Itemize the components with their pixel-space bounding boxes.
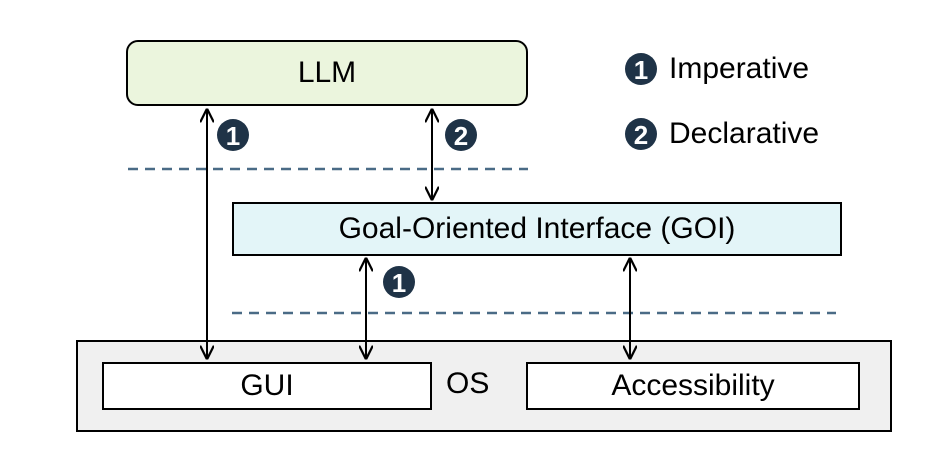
os-label: OS [446, 367, 490, 400]
gui-box: GUI [102, 362, 432, 410]
goi-box: Goal-Oriented Interface (GOI) [232, 202, 842, 256]
marker-1-goi-gui: 1 [383, 266, 415, 298]
gui-label: GUI [240, 369, 294, 402]
marker-2-llm-goi: 2 [445, 119, 477, 151]
legend-marker-1: 1 [625, 53, 657, 85]
svg-text:1: 1 [634, 55, 648, 85]
legend-marker-2: 2 [625, 118, 657, 150]
goi-label: Goal-Oriented Interface (GOI) [338, 212, 736, 245]
legend-declarative-label: Declarative [669, 117, 820, 150]
svg-text:2: 2 [634, 120, 648, 150]
svg-text:1: 1 [392, 268, 406, 298]
legend-imperative-label: Imperative [669, 52, 810, 85]
svg-text:1: 1 [226, 121, 240, 151]
accessibility-label: Accessibility [611, 369, 775, 402]
llm-label: LLM [297, 56, 357, 89]
llm-box: LLM [126, 40, 528, 106]
accessibility-box: Accessibility [526, 362, 860, 410]
svg-text:2: 2 [454, 121, 468, 151]
marker-1-llm-gui: 1 [217, 119, 249, 151]
